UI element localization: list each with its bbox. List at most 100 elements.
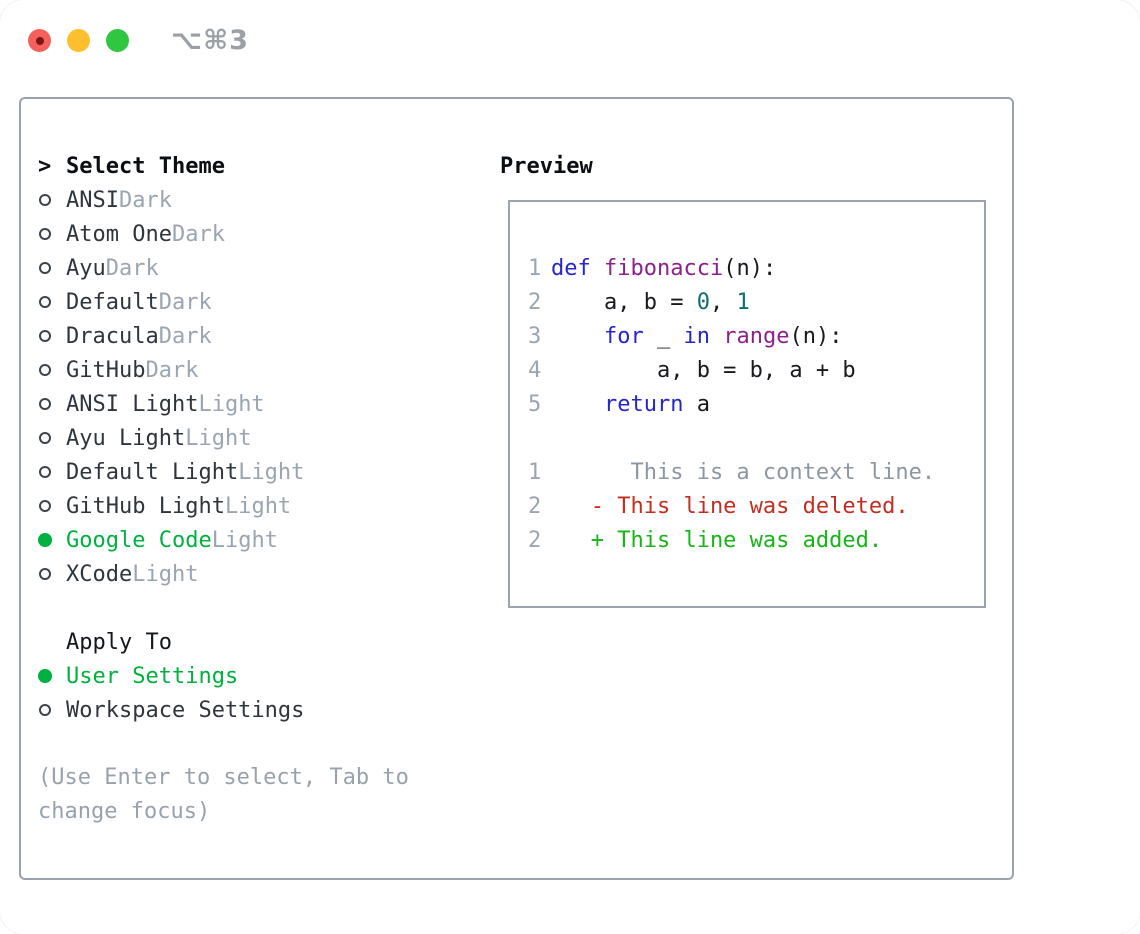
code-line: 3 for _ in range(n):	[528, 319, 984, 353]
apply-option-label: User Settings	[66, 663, 239, 689]
theme-option[interactable]: Default Dark	[38, 285, 493, 319]
code-segment: This is a context line.	[551, 459, 936, 485]
code-line: 2 a, b = 0, 1	[528, 285, 984, 319]
code-segment: 1	[736, 289, 750, 315]
apply-option[interactable]: User Settings	[38, 659, 493, 693]
select-theme-title: Select Theme	[66, 153, 225, 179]
theme-variant-tag: Dark	[145, 357, 199, 383]
code-blank-line	[528, 421, 984, 455]
code-segment: range	[723, 323, 790, 349]
code-segment: (n):	[723, 255, 777, 281]
code-segment: for	[603, 323, 644, 349]
theme-option[interactable]: GitHub Light Light	[38, 489, 493, 523]
theme-option[interactable]: ANSI Dark	[38, 183, 493, 217]
radio-unselected-icon	[39, 568, 51, 580]
theme-option-label: Default Light	[66, 459, 239, 485]
code-segment: fibonacci	[604, 255, 724, 281]
minimize-button[interactable]	[67, 29, 90, 52]
theme-option[interactable]: Google Code Light	[38, 523, 493, 557]
line-number: 5	[528, 391, 542, 417]
theme-option[interactable]: XCode Light	[38, 557, 493, 591]
radio-unselected-icon	[39, 330, 51, 342]
theme-option-label: ANSI Light	[66, 391, 199, 417]
theme-option-label: ANSI	[66, 187, 119, 213]
theme-option[interactable]: Default Light Light	[38, 455, 493, 489]
code-segment: in	[683, 323, 710, 349]
close-button[interactable]	[28, 29, 51, 52]
prompt-icon: >	[38, 153, 52, 179]
spacer	[38, 591, 493, 625]
code-segment: - This line was deleted.	[551, 493, 909, 519]
radio-unselected-icon	[39, 262, 51, 274]
radio-selected-icon	[38, 533, 52, 547]
theme-option-label: XCode	[66, 561, 133, 587]
theme-option[interactable]: GitHub Dark	[38, 353, 493, 387]
code-segment: (n):	[789, 323, 843, 349]
code-segment: _	[643, 323, 684, 349]
code-segment: def	[551, 255, 591, 281]
theme-variant-tag: Light	[185, 425, 252, 451]
code-segment: a, b =	[551, 289, 697, 315]
line-number: 2	[528, 289, 542, 315]
line-number: 3	[528, 323, 542, 349]
keyboard-shortcut-label: ⌥⌘3	[171, 25, 249, 56]
radio-unselected-icon	[39, 704, 51, 716]
theme-option-label: GitHub Light	[66, 493, 225, 519]
code-line: 5 return a	[528, 387, 984, 421]
theme-variant-tag: Light	[198, 391, 265, 417]
code-line: 4 a, b = b, a + b	[528, 353, 984, 387]
usage-hint-line-1: (Use Enter to select, Tab to	[38, 765, 409, 790]
radio-unselected-icon	[39, 296, 51, 308]
code-line: 1 def fibonacci(n):	[528, 251, 984, 285]
zoom-button[interactable]	[106, 29, 129, 52]
theme-option-label: GitHub	[66, 357, 146, 383]
theme-variant-tag: Dark	[158, 289, 212, 315]
theme-option-label: Atom One	[66, 221, 172, 247]
code-segment: 0	[696, 289, 710, 315]
theme-variant-tag: Dark	[158, 323, 212, 349]
theme-option[interactable]: Ayu Dark	[38, 251, 493, 285]
radio-unselected-icon	[39, 466, 51, 478]
line-number: 2	[528, 493, 542, 519]
theme-option[interactable]: Atom One Dark	[38, 217, 493, 251]
preview-title: Preview	[500, 153, 593, 179]
theme-option-label: Default	[66, 289, 159, 315]
radio-selected-icon	[38, 669, 52, 683]
theme-option[interactable]: Ayu Light Light	[38, 421, 493, 455]
code-segment	[710, 324, 723, 349]
apply-to-title: Apply To	[66, 629, 172, 655]
apply-to-header-row: Apply To	[38, 625, 493, 659]
theme-option-label: Google Code	[66, 527, 212, 553]
radio-unselected-icon	[39, 364, 51, 376]
theme-option[interactable]: Dracula Dark	[38, 319, 493, 353]
code-segment	[551, 324, 604, 349]
theme-variant-tag: Light	[132, 561, 199, 587]
code-segment: a, b = b, a + b	[551, 357, 856, 383]
line-number: 2	[528, 527, 542, 553]
theme-option-label: Ayu	[66, 255, 106, 281]
titlebar: ⌥⌘3	[28, 25, 249, 56]
apply-option[interactable]: Workspace Settings	[38, 693, 493, 727]
code-segment: + This line was added.	[551, 527, 883, 553]
theme-variant-tag: Light	[238, 459, 305, 485]
theme-option-label: Ayu Light	[66, 425, 186, 451]
select-theme-header-row: > Select Theme	[38, 149, 493, 183]
code-segment	[591, 256, 604, 281]
code-line: 2 + This line was added.	[528, 523, 984, 557]
line-number: 1	[528, 255, 542, 281]
radio-unselected-icon	[39, 228, 51, 240]
theme-option[interactable]: ANSI Light Light	[38, 387, 493, 421]
line-number: 1	[528, 459, 542, 485]
theme-variant-tag: Dark	[171, 221, 225, 247]
code-segment: ,	[709, 289, 737, 315]
usage-hint-line-2: change focus)	[38, 799, 211, 824]
code-segment	[551, 392, 604, 417]
radio-unselected-icon	[39, 194, 51, 206]
spacer	[38, 727, 493, 761]
line-number: 4	[528, 357, 542, 383]
theme-variant-tag: Light	[211, 527, 278, 553]
